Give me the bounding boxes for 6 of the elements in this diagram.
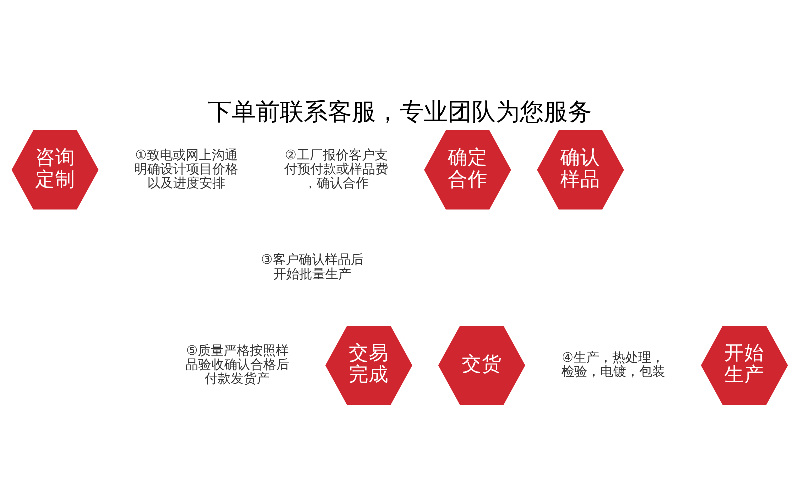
diagram-title: 下单前联系客服，专业团队为您服务 [208,97,592,126]
label: ⑤质量严格按照样品验收确认合格后付款发货产 [186,343,290,387]
label: ②工厂报价客户支付预付款或样品费，确认合作 [284,148,388,192]
label: ③客户确认样品后开始批量生产 [261,252,364,282]
label: ④生产，热处理，检验，电镀，包装 [561,350,666,380]
label: ①致电或网上沟通明确设计项目价格以及进度安排 [134,148,239,192]
